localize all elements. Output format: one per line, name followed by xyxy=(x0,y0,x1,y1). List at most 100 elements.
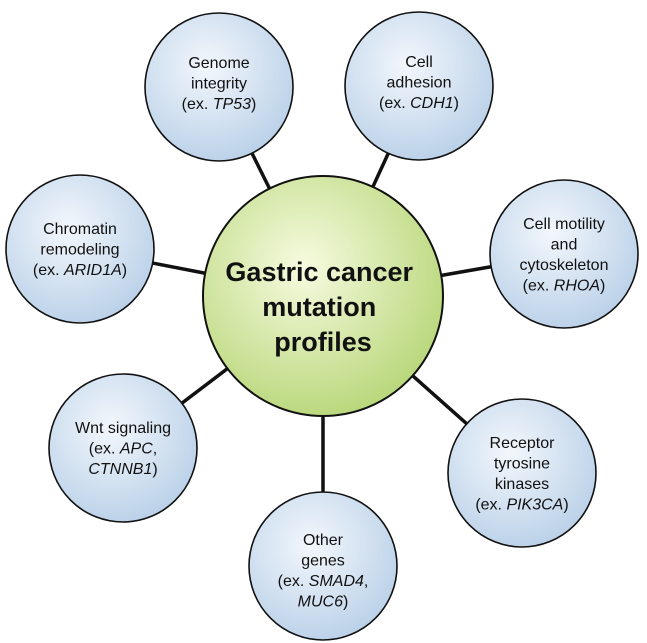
gene-name: CDH1 xyxy=(410,95,454,112)
node-label-line: Other xyxy=(303,532,344,549)
center-label: Gastric cancer mutation profiles xyxy=(225,257,420,357)
node-circle xyxy=(144,12,294,162)
label-text: Chromatin xyxy=(43,221,117,238)
label-text: Wnt signaling xyxy=(75,420,171,437)
label-text: Other xyxy=(303,532,344,549)
label-text: adhesion xyxy=(387,75,452,92)
node-label-line: kinases xyxy=(495,476,549,493)
node-chromatin-remodeling: Chromatin remodeling (ex. ARID1A) xyxy=(5,174,155,324)
label-text: remodeling xyxy=(40,242,119,259)
label-text: ) xyxy=(600,277,605,294)
label-text: (ex. xyxy=(278,573,309,590)
gene-name: CTNNB1 xyxy=(88,461,152,478)
connector-wnt-signaling xyxy=(179,364,232,406)
node-label: Wnt signaling(ex. APC,CTNNB1) xyxy=(75,420,171,478)
node-label-line: (ex. SMAD4, xyxy=(278,573,369,590)
label-text: Receptor xyxy=(490,435,556,452)
node-label-line: (ex. TP53) xyxy=(182,96,257,113)
label-text: (ex. xyxy=(182,96,213,113)
node-label-line: Cell xyxy=(405,54,433,71)
node-label: Cell adhesion (ex. CDH1) xyxy=(379,54,459,112)
node-label-line: Receptor xyxy=(490,435,556,452)
connector-genome-integrity xyxy=(249,150,273,193)
center-label-line: mutation xyxy=(262,292,376,322)
center-label-line: profiles xyxy=(274,327,372,357)
node-label: Chromatin remodeling (ex. ARID1A) xyxy=(33,221,127,279)
connectors xyxy=(150,150,494,494)
node-label-line: Chromatin xyxy=(43,221,117,238)
gene-name: MUC6 xyxy=(298,593,343,610)
node-label-line: remodeling xyxy=(40,242,119,259)
gene-name: APC xyxy=(119,441,153,458)
node-label-line: tyrosine xyxy=(494,455,550,472)
label-text: , xyxy=(364,573,368,590)
node-circle xyxy=(248,491,398,641)
label-text: ) xyxy=(343,593,348,610)
connector-cell-motility xyxy=(437,264,494,278)
node-label-line: cytoskeleton xyxy=(520,257,609,274)
node-receptor-tyrosine-kinases: Receptor tyrosine kinases (ex. PIK3CA) xyxy=(447,398,597,548)
center-label-line: Gastric cancer xyxy=(225,257,413,287)
node-genome-integrity: Genome integrity (ex. TP53) xyxy=(144,12,294,162)
gene-name: ARID1A xyxy=(63,262,122,279)
node-circle xyxy=(447,398,597,548)
label-text: (ex. xyxy=(33,262,64,279)
label-text: Cell motility xyxy=(523,216,605,233)
node-label: Cell motility and cytoskeleton (ex. RHOA) xyxy=(520,216,609,294)
node-circle xyxy=(5,174,155,324)
node-label-line: genes xyxy=(301,552,345,569)
label-text: (ex. xyxy=(379,95,410,112)
label-text: tyrosine xyxy=(494,455,550,472)
label-text: ) xyxy=(563,496,568,513)
label-text: kinases xyxy=(495,476,549,493)
gene-name: TP53 xyxy=(213,96,251,113)
connector-cell-adhesion xyxy=(369,150,391,192)
node-label-line: CTNNB1) xyxy=(88,461,157,478)
node-label: Genome integrity (ex. TP53) xyxy=(182,55,257,113)
label-text: (ex. xyxy=(475,496,506,513)
node-label-line: Genome xyxy=(188,55,249,72)
node-label-line: (ex. PIK3CA) xyxy=(475,496,568,513)
node-label-line: and xyxy=(551,236,578,253)
label-text: (ex. xyxy=(89,441,120,458)
label-text: genes xyxy=(301,552,345,569)
label-text: and xyxy=(551,236,578,253)
node-cell-motility: Cell motility and cytoskeleton (ex. RHOA) xyxy=(489,179,639,329)
node-circle xyxy=(48,373,198,523)
gene-name: SMAD4 xyxy=(309,573,364,590)
label-text: Cell xyxy=(405,54,433,71)
node-label-line: Cell motility xyxy=(523,216,605,233)
node-label-line: Wnt signaling xyxy=(75,420,171,437)
label-text: Genome xyxy=(188,55,249,72)
node-label-line: adhesion xyxy=(387,75,452,92)
label-text: (ex. xyxy=(523,277,554,294)
label-text: , xyxy=(153,441,157,458)
node-label-line: (ex. CDH1) xyxy=(379,95,459,112)
node-other-genes: Other genes (ex. SMAD4, MUC6) xyxy=(248,491,398,641)
node-wnt-signaling: Wnt signaling(ex. APC,CTNNB1) xyxy=(48,373,198,523)
gene-name: PIK3CA xyxy=(506,496,563,513)
center-circle xyxy=(202,175,444,417)
label-text: integrity xyxy=(191,76,247,93)
gene-name: RHOA xyxy=(554,277,600,294)
node-label: Other genes (ex. SMAD4, MUC6) xyxy=(278,532,369,611)
node-label-line: MUC6) xyxy=(298,593,349,610)
node-label-line: (ex. ARID1A) xyxy=(33,262,127,279)
label-text: ) xyxy=(122,262,127,279)
node-cell-adhesion: Cell adhesion (ex. CDH1) xyxy=(344,11,494,161)
connector-chromatin-remodeling xyxy=(150,260,210,276)
satellite-nodes: Genome integrity (ex. TP53) Cell adhesion (ex… xyxy=(5,11,639,641)
center-node: Gastric cancer mutation profiles xyxy=(202,175,444,417)
connector-receptor-tyrosine-kinases xyxy=(408,371,470,427)
label-text: ) xyxy=(152,461,157,478)
label-text: cytoskeleton xyxy=(520,257,609,274)
node-label-line: integrity xyxy=(191,76,247,93)
node-label-line: (ex. RHOA) xyxy=(523,277,606,294)
label-text: ) xyxy=(454,95,459,112)
node-label: Receptor tyrosine kinases (ex. PIK3CA) xyxy=(475,435,568,514)
node-circle xyxy=(489,179,639,329)
node-label-line: (ex. APC, xyxy=(89,441,157,458)
label-text: ) xyxy=(251,96,256,113)
node-circle xyxy=(344,11,494,161)
